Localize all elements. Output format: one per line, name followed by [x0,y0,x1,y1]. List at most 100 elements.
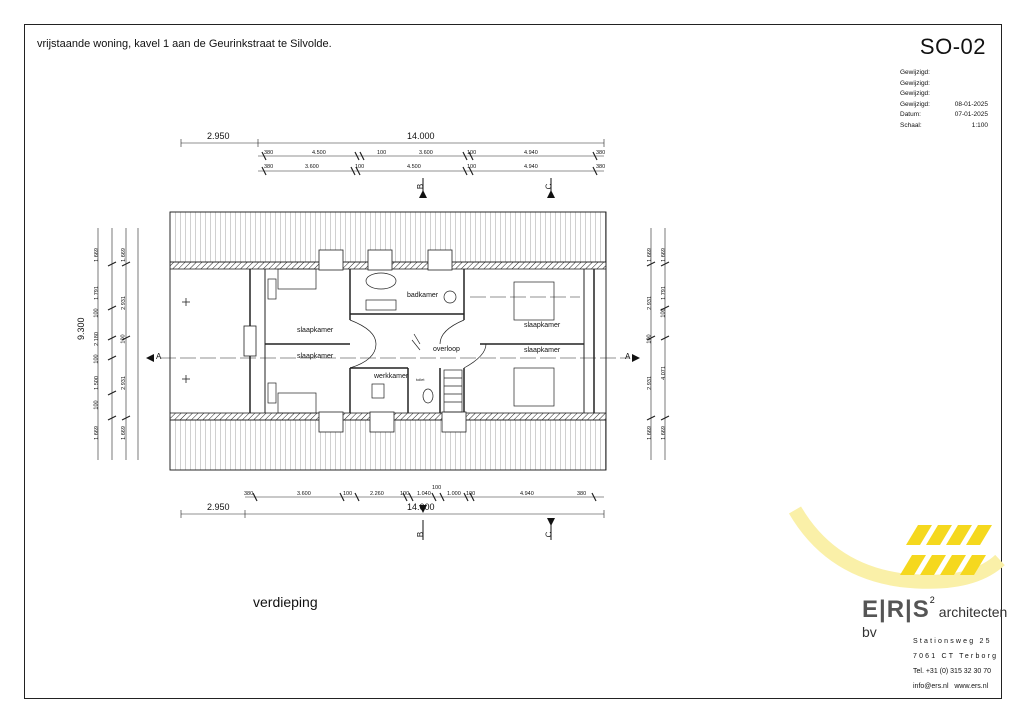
company-logo: E|R|S2architecten bv [862,595,1024,642]
dim-label: 4.940 [520,491,534,497]
address-phone: Tel. +31 (0) 315 32 30 70 [913,668,992,675]
dim-bottom-overall-left: 2.950 [207,502,230,512]
room-label-toilet: toilet [416,377,425,382]
dim-label: 100 [355,164,365,170]
meta-row: Gewijzigd:08-01-2025 [900,100,988,108]
company-logo-graphic [788,506,1005,589]
dim-label: 1.669 [660,426,667,440]
room-label-werkkamer: werkkamer [374,373,409,380]
dim-label: 100 [93,354,100,364]
room-label-overloop: overloop [433,346,460,353]
company-logo-superscript: 2 [929,595,935,605]
drawing-frame [24,24,1002,699]
dim-label: 2.931 [646,296,653,310]
dim-left-total: 9.300 [76,317,86,340]
dim-label: 100 [400,491,410,497]
dim-label: 4.500 [407,164,421,170]
dim-label: 2.260 [370,491,384,497]
dim-label: 100 [120,334,127,344]
dim-label: 1.791 [93,286,100,300]
section-label-a-left: A [156,352,162,361]
dim-label: 1.040 [417,491,431,497]
section-label-c-bottom: C [544,531,554,538]
room-label-slaapkamer: slaapkamer [297,353,334,360]
dim-label: 380 [264,150,274,156]
dim-bottom-overall-right: 14.000 [407,502,435,512]
room-label-badkamer: badkamer [407,292,439,299]
address-contact: info@ers.nl www.ers.nl [913,679,998,694]
dim-label: 100 [466,491,476,497]
company-logo-text: E|R|S [862,596,930,623]
right-dimensions [646,228,670,460]
dim-label: 3.600 [297,491,311,497]
dim-label: 380 [264,164,274,170]
dim-top-overall-left: 2.950 [207,131,230,141]
bottom-dimensions [180,492,605,518]
meta-row: Gewijzigd: [900,69,930,76]
dim-label: 1.669 [646,426,653,440]
section-lines [160,296,630,359]
company-address: Stationsweg 25 7061 CT Terborg Tel. +31 … [913,634,998,694]
section-label-b-bottom: B [416,531,426,538]
dim-label: 1.669 [646,248,653,262]
address-email: info@ers.nl [913,683,949,690]
dim-label: 100 [93,308,100,318]
room-label-slaapkamer: slaapkamer [524,322,561,329]
address-city: 7061 CT Terborg [913,653,999,660]
dim-label: 1.791 [660,286,667,300]
section-label-a-right: A [625,352,631,361]
dim-label: 1.669 [660,248,667,262]
dormer-markers [182,298,190,383]
dim-label: 100 [432,485,442,491]
dim-label: 2.931 [646,376,653,390]
dim-top-overall-right: 14.000 [407,131,435,141]
dim-label: 1.000 [447,491,461,497]
dim-label: 100 [377,150,387,156]
dim-label: 380 [244,491,254,497]
dim-label: 2.931 [120,376,127,390]
view-label: verdieping [253,594,318,610]
sheet-number: SO-02 [919,34,986,59]
dim-label: 3.600 [419,150,433,156]
dim-label: 1.669 [120,248,127,262]
dim-label: 100 [93,400,100,410]
meta-row: Gewijzigd: [900,90,930,97]
dim-label: 1.669 [120,426,127,440]
section-label-b-top: B [416,183,426,190]
dim-label: 100 [467,150,477,156]
meta-row: Gewijzigd: [900,79,930,87]
address-street: Stationsweg 25 [913,638,992,645]
top-dimensions [180,139,605,176]
dim-label: 1.669 [93,248,100,262]
dim-label: 1.669 [93,426,100,440]
section-label-c-top: C [544,183,554,190]
project-title: vrijstaande woning, kavel 1 aan de Geuri… [37,38,332,50]
meta-row: Datum:07-01-2025 [900,111,988,118]
address-web: www.ers.nl [954,683,989,690]
dim-label: 100 [343,491,353,497]
dim-label: 4.071 [660,366,667,380]
dim-label: 380 [596,150,606,156]
dim-label: 1.500 [93,376,100,390]
left-dimensions [97,228,139,460]
section-cut-lines [422,178,552,540]
room-label-slaapkamer: slaapkamer [297,327,334,334]
dim-label: 380 [577,491,587,497]
dim-label: 100 [646,334,653,344]
dim-label: 2.180 [93,332,100,346]
dormers [318,249,467,433]
furniture [267,268,555,414]
dim-label: 2.931 [120,296,127,310]
dim-label: 4.940 [524,150,538,156]
revision-block: Gewijzigd: Gewijzigd: Gewijzigd: Gewijzi… [900,68,988,131]
company-name: architecten bv [862,604,1008,640]
dim-label: 4.500 [312,150,326,156]
dim-label: 100 [660,308,667,318]
room-label-slaapkamer: slaapkamer [524,347,561,354]
dim-label: 100 [467,164,477,170]
dim-label: 4.940 [524,164,538,170]
dim-label: 3.600 [305,164,319,170]
meta-row: Schaal:1:100 [900,121,988,129]
dim-label: 380 [596,164,606,170]
